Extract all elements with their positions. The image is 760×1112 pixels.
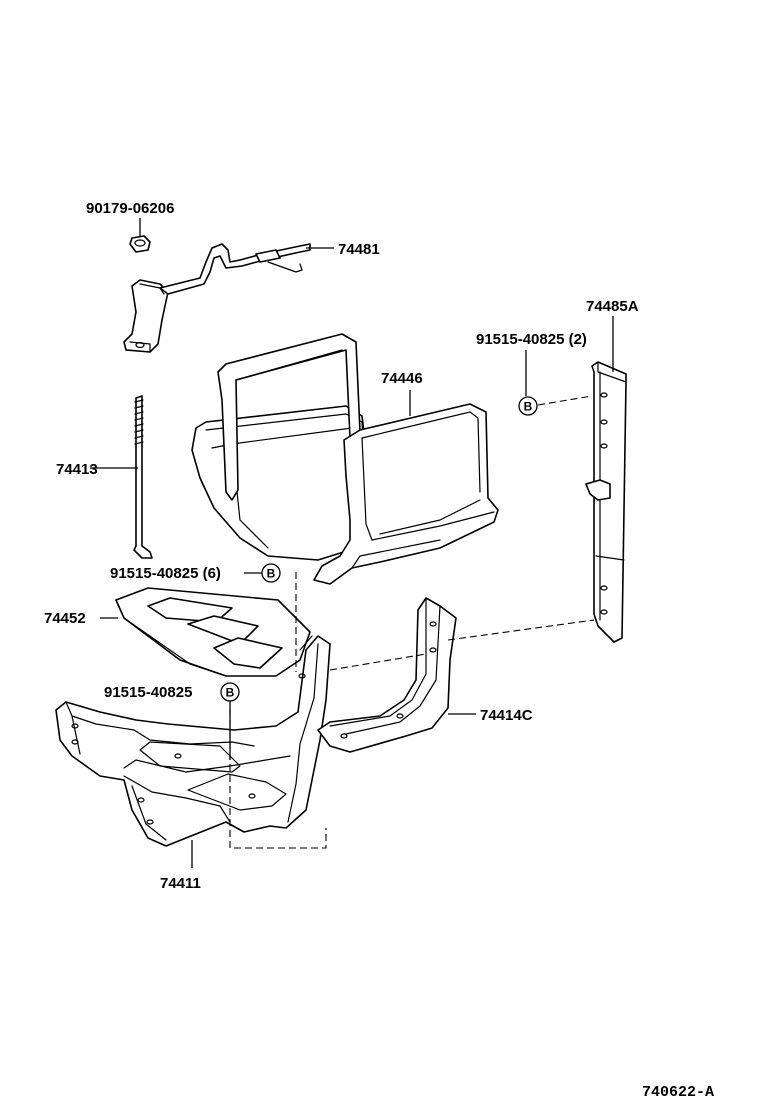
marker-b-carrier: B [220, 682, 240, 702]
carrier-part [55, 635, 331, 847]
plate-part [115, 587, 311, 677]
label-clamp: 74481 [338, 241, 380, 258]
label-bracket-b: 74485A [586, 298, 639, 315]
label-bracket-c: 74414C [480, 707, 533, 724]
clamp-part [123, 243, 311, 353]
label-nut: 90179-06206 [86, 200, 174, 217]
dashed-alignment-lines [229, 395, 595, 849]
bracket-b-part [585, 361, 627, 643]
label-plate: 74452 [44, 610, 86, 627]
marker-b-plate: B [261, 563, 281, 583]
label-bolt-6: 91515-40825 (6) [110, 565, 221, 582]
bracket-c-part [317, 597, 457, 753]
leader-lines [90, 218, 614, 868]
label-carrier: 74411 [160, 875, 201, 892]
rod-part [133, 395, 153, 559]
label-bolt-single: 91515-40825 [104, 684, 192, 701]
svg-text:B: B [267, 567, 276, 581]
figure-reference: 740622-A [642, 1084, 714, 1101]
svg-text:B: B [226, 686, 235, 700]
marker-b-tray: B [518, 396, 538, 416]
label-rod: 74413 [56, 461, 98, 478]
tray-part [191, 333, 499, 585]
label-tray: 74446 [381, 370, 423, 387]
svg-text:B: B [524, 400, 533, 414]
nut-part [129, 235, 151, 253]
label-bolt-2: 91515-40825 (2) [476, 331, 587, 348]
